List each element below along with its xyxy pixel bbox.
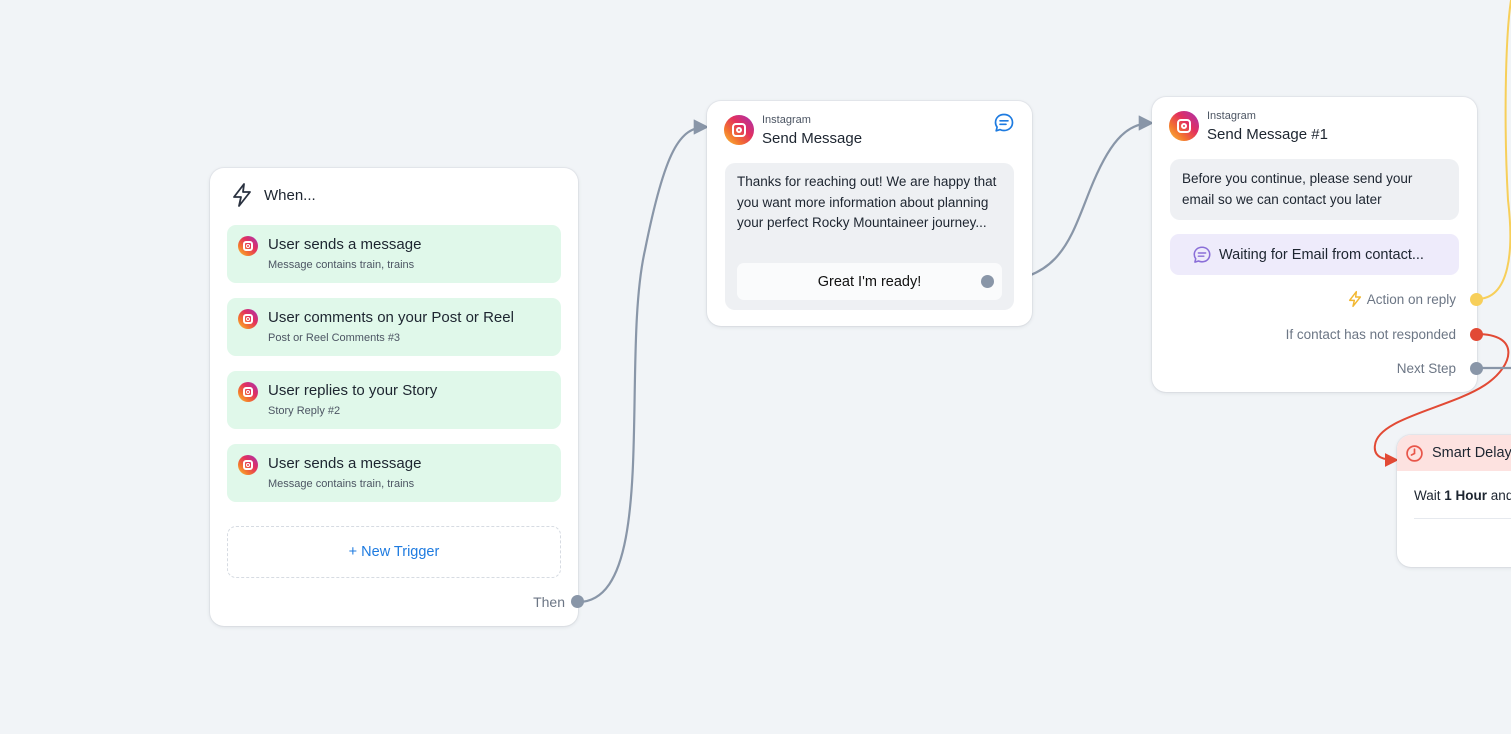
trigger-subtitle: Story Reply #2 xyxy=(268,405,341,417)
smart-delay-header: Smart Delay xyxy=(1397,435,1511,471)
message-bubble[interactable]: Before you continue, please send your em… xyxy=(1170,159,1459,220)
trigger-subtitle: Message contains train, trains xyxy=(268,478,415,490)
trigger-item[interactable]: User sends a message Message contains tr… xyxy=(227,225,561,283)
wait-suffix: and xyxy=(1490,488,1511,503)
trigger-title: User replies to your Story xyxy=(268,382,438,399)
waiting-input-box[interactable]: Waiting for Email from contact... xyxy=(1170,234,1459,275)
chat-bubble-icon xyxy=(1193,246,1211,263)
lightning-icon xyxy=(1348,290,1361,308)
output-label: Next Step xyxy=(1396,360,1456,376)
output-label: If contact has not responded xyxy=(1285,326,1456,342)
action-on-reply-port[interactable] xyxy=(1470,293,1483,306)
then-label: Then xyxy=(533,594,565,610)
card-title: Send Message #1 xyxy=(1207,126,1328,143)
message-text: Thanks for reaching out! We are happy th… xyxy=(737,174,997,230)
card-title: Send Message xyxy=(762,130,863,147)
smart-delay-card[interactable]: Smart Delay Wait 1 Hour and xyxy=(1397,435,1511,567)
clock-icon xyxy=(1406,444,1423,462)
trigger-title: User comments on your Post or Reel xyxy=(268,309,514,326)
new-trigger-button[interactable]: + New Trigger xyxy=(227,526,561,578)
card-platform-label: Instagram xyxy=(762,114,811,126)
divider xyxy=(1414,518,1511,519)
trigger-item[interactable]: User sends a message Message contains tr… xyxy=(227,444,561,502)
connector-then-to-send-message xyxy=(577,119,710,604)
next-step-port[interactable] xyxy=(1470,362,1483,375)
smart-delay-title: Smart Delay xyxy=(1432,445,1511,461)
instagram-icon xyxy=(238,236,258,256)
connector-button-to-send-message-1 xyxy=(987,115,1155,284)
output-next-step[interactable]: Next Step xyxy=(1397,359,1456,377)
lightning-icon xyxy=(233,183,251,207)
trigger-subtitle: Message contains train, trains xyxy=(268,259,415,271)
quick-reply-button[interactable]: Great I'm ready! xyxy=(737,263,1002,300)
waiting-label: Waiting for Email from contact... xyxy=(1219,246,1424,263)
card-platform-label: Instagram xyxy=(1207,110,1256,122)
trigger-subtitle: Post or Reel Comments #3 xyxy=(268,332,401,344)
message-text: Before you continue, please send your em… xyxy=(1182,171,1413,207)
instagram-icon xyxy=(238,382,258,402)
trigger-card-title: When... xyxy=(264,186,316,204)
trigger-card-header: When... xyxy=(230,182,316,208)
trigger-title: User sends a message xyxy=(268,455,422,472)
instagram-icon xyxy=(238,455,258,475)
wait-prefix: Wait xyxy=(1414,488,1441,503)
connector-not-responded xyxy=(1373,333,1510,467)
send-message-1-card[interactable]: Instagram Send Message #1 Before you con… xyxy=(1152,97,1483,392)
not-responded-port[interactable] xyxy=(1470,328,1483,341)
wait-value: 1 Hour xyxy=(1444,488,1488,503)
connector-action-on-reply xyxy=(1476,0,1511,300)
chat-bubble-icon[interactable] xyxy=(993,112,1015,134)
then-port[interactable] xyxy=(571,595,584,608)
instagram-icon xyxy=(238,309,258,329)
quick-reply-port[interactable] xyxy=(981,275,994,288)
trigger-card[interactable]: When... User sends a message Message con… xyxy=(210,168,584,626)
instagram-icon xyxy=(1169,111,1199,141)
smart-delay-wait-text: Wait 1 Hour and xyxy=(1414,488,1511,503)
output-not-responded[interactable]: If contact has not responded xyxy=(1286,325,1456,343)
output-label: Action on reply xyxy=(1366,291,1456,307)
send-message-card[interactable]: Instagram Send Message Thanks for reachi… xyxy=(707,101,1032,326)
output-action-on-reply[interactable]: Action on reply xyxy=(1347,290,1456,308)
trigger-title: User sends a message xyxy=(268,236,422,253)
instagram-icon xyxy=(724,115,754,145)
trigger-item[interactable]: User comments on your Post or Reel Post … xyxy=(227,298,561,356)
trigger-item[interactable]: User replies to your Story Story Reply #… xyxy=(227,371,561,429)
